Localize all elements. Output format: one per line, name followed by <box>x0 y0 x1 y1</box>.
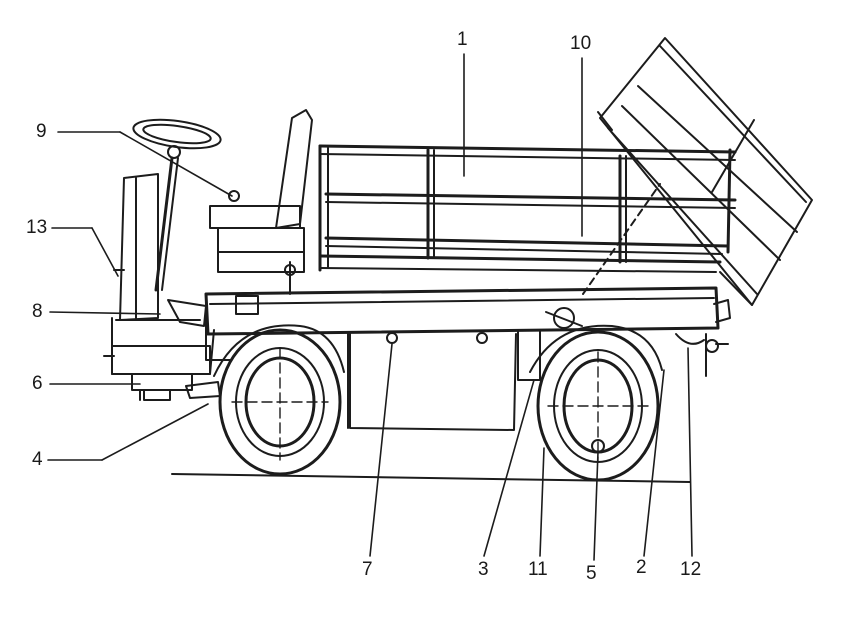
front-housing <box>103 173 215 375</box>
callout-3: 3 <box>478 559 489 580</box>
battery-box <box>347 329 541 431</box>
callout-6: 6 <box>32 373 43 394</box>
rear-wheel <box>529 307 663 482</box>
callout-2: 2 <box>636 557 647 578</box>
callout-9: 9 <box>36 121 47 142</box>
front-axle <box>131 373 221 401</box>
callout-5: 5 <box>586 563 597 584</box>
driver-seat <box>209 109 313 273</box>
steering <box>132 118 240 292</box>
leader-lines <box>47 53 693 561</box>
tipping-body <box>597 37 813 306</box>
callout-11: 11 <box>528 559 548 580</box>
callout-10: 10 <box>570 33 592 54</box>
cargo-platform <box>318 144 737 295</box>
callout-7: 7 <box>362 559 373 580</box>
callout-12: 12 <box>680 559 702 580</box>
front-wheel <box>213 324 345 476</box>
callout-8: 8 <box>32 301 43 322</box>
callout-4: 4 <box>32 449 43 470</box>
chassis-frame <box>204 261 731 377</box>
callout-1: 1 <box>457 29 468 50</box>
callout-13: 13 <box>26 217 48 238</box>
